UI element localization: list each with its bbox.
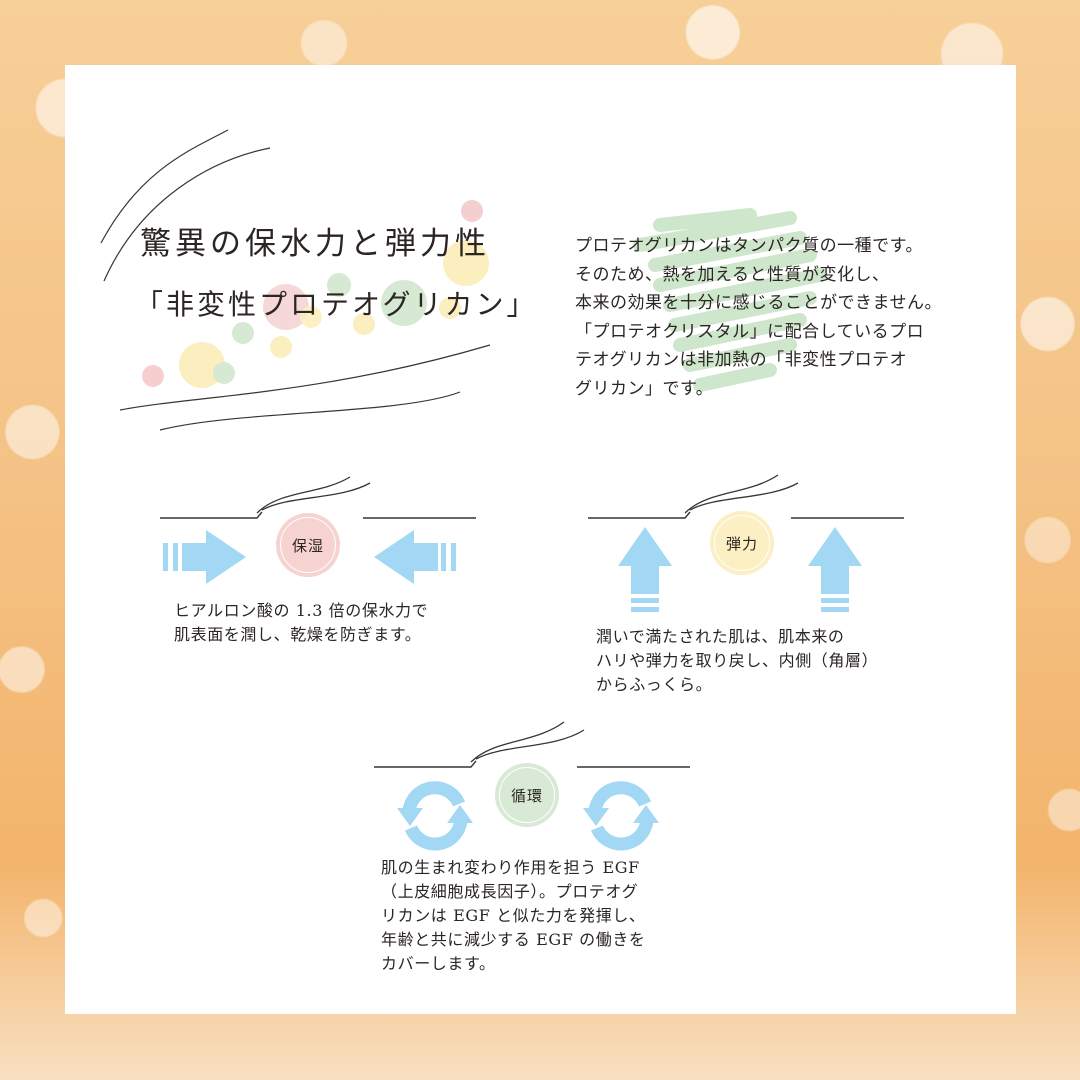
description-line: グリカン」です。 [575,378,714,399]
badge-circulation: 循環 [495,763,559,827]
cycle-arrows-icon [397,781,659,851]
badge-label: 保湿 [291,536,324,555]
badge-ring [714,515,770,571]
description-line: プロテオグリカンはタンパク質の一種です。 [575,236,923,256]
skin-surface-icon [374,721,690,768]
caption-line: からふっくら。 [596,675,713,694]
description-line: 「プロテオクリスタル」に配合しているプロ [575,321,925,342]
badge-ring [499,767,555,823]
page-subtitle: 「非変性プロテオグリカン」 [135,288,538,321]
badge-label: 弾力 [725,534,758,553]
caption-line: 潤いで満たされた肌は、肌本来の [596,627,845,646]
caption-line: カバーします。 [381,954,496,973]
feature-caption-elasticity: 潤いで満たされた肌は、肌本来の ハリや弾力を取り戻し、内側（角層） からふっくら… [596,625,878,697]
upward-arrows-icon [618,527,862,612]
description-line: テオグリカンは非加熱の「非変性プロテオ [575,350,908,370]
badge-moisture: 保湿 [276,513,340,577]
badge-label: 循環 [510,786,543,805]
caption-line: 年齢と共に減少する EGF の働きを [381,930,646,949]
feature-caption-moisture: ヒアルロン酸の 1.3 倍の保水力で 肌表面を潤し、乾燥を防ぎます。 [174,599,428,647]
caption-line: （上皮細胞成長因子）。プロテオグ [381,882,639,901]
caption-line: ハリや弾力を取り戻し、内側（角層） [596,651,879,670]
feature-caption-circulation: 肌の生まれ変わり作用を担う EGF （上皮細胞成長因子）。プロテオグ リカンは … [381,856,646,976]
caption-line: 肌の生まれ変わり作用を担う EGF [381,858,640,877]
skin-surface-icon [160,476,476,519]
page-title: 驚異の保水力と弾力性 [140,226,490,262]
description-line: 本来の効果を十分に感じることができません。 [575,293,942,313]
description-line: そのため、熱を加えると性質が変化し、 [575,264,890,285]
caption-line: 肌表面を潤し、乾燥を防ぎます。 [174,625,422,644]
caption-line: ヒアルロン酸の 1.3 倍の保水力で [174,601,429,620]
caption-line: リカンは EGF と似た力を発揮し、 [381,906,646,925]
badge-elasticity: 弾力 [710,511,774,575]
content-panel [65,65,1016,1014]
description-text: プロテオグリカンはタンパク質の一種です。 そのため、熱を加えると性質が変化し、 … [575,232,995,403]
skin-surface-icon [588,474,904,519]
inward-arrows-icon [163,530,456,584]
badge-ring [280,517,336,573]
